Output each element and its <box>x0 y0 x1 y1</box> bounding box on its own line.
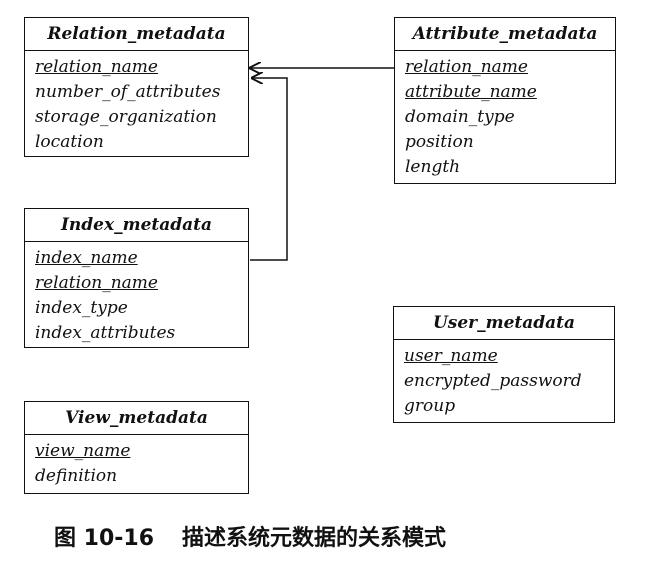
view-metadata-table: View_metadata view_name definition <box>24 401 249 494</box>
index-relation-name-field: relation_name <box>35 273 158 293</box>
index-metadata-title: Index_metadata <box>25 209 248 242</box>
location-field: location <box>35 132 104 152</box>
domain-type-field: domain_type <box>405 107 515 127</box>
group-field: group <box>404 396 456 416</box>
attribute-name-field: attribute_name <box>405 82 537 102</box>
position-field: position <box>405 132 474 152</box>
figure-caption: 图 10-16 描述系统元数据的关系模式 <box>54 520 446 552</box>
index-type-field: index_type <box>35 298 128 318</box>
relation-metadata-title: Relation_metadata <box>25 18 248 51</box>
number-of-attributes-field: number_of_attributes <box>35 82 221 102</box>
user-metadata-title: User_metadata <box>394 307 614 340</box>
figure-number: 图 10-16 <box>54 526 155 551</box>
relation-metadata-table: Relation_metadata relation_name number_o… <box>24 17 249 157</box>
index-to-relation-arrow <box>250 78 288 261</box>
user-metadata-table: User_metadata user_name encrypted_passwo… <box>393 306 615 423</box>
index-attributes-field: index_attributes <box>35 323 176 343</box>
definition-field: definition <box>35 466 118 486</box>
relation-name-field: relation_name <box>35 57 158 77</box>
attribute-metadata-table: Attribute_metadata relation_name attribu… <box>394 17 616 184</box>
attribute-metadata-title: Attribute_metadata <box>395 18 615 51</box>
encrypted-password-field: encrypted_password <box>404 371 582 391</box>
length-field: length <box>405 157 461 177</box>
index-name-field: index_name <box>35 248 138 268</box>
user-name-field: user_name <box>404 346 498 366</box>
figure-title: 描述系统元数据的关系模式 <box>182 526 447 551</box>
index-metadata-table: Index_metadata index_name relation_name … <box>24 208 249 348</box>
view-name-field: view_name <box>35 441 131 461</box>
view-metadata-title: View_metadata <box>25 402 248 435</box>
attr-relation-name-field: relation_name <box>405 57 528 77</box>
storage-organization-field: storage_organization <box>35 107 217 127</box>
